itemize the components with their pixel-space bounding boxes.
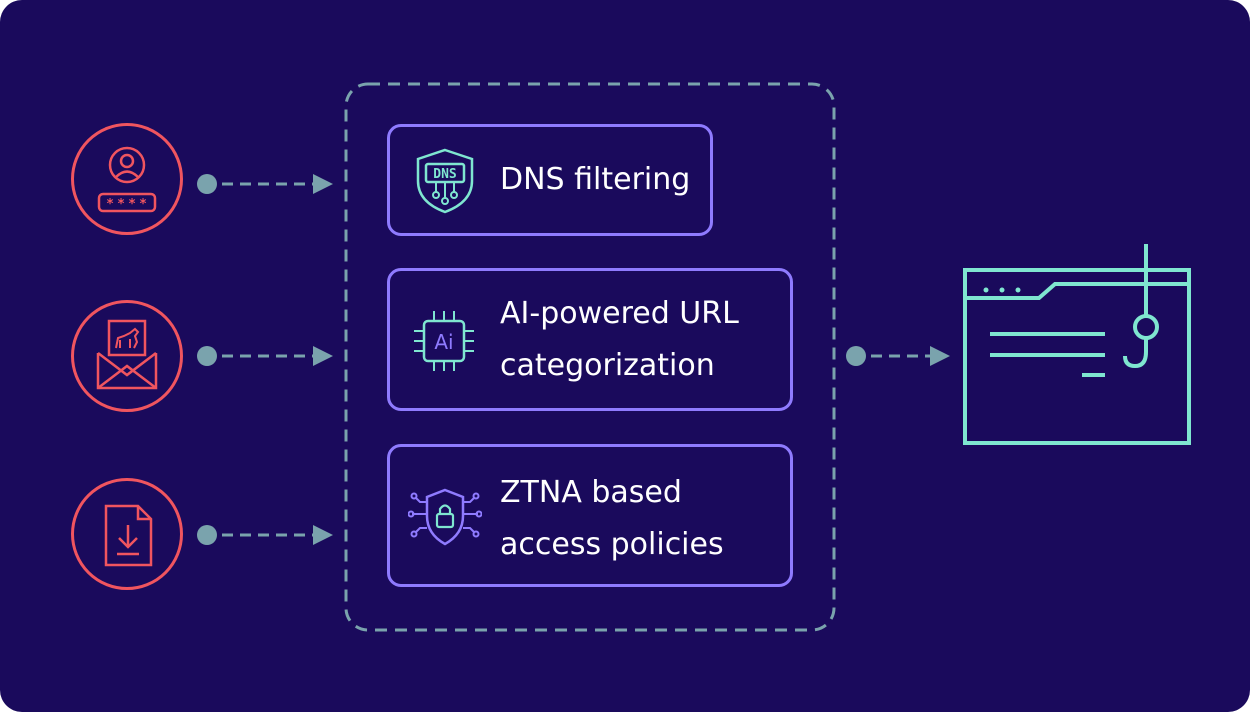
ai-chip-icon: Ai	[414, 311, 474, 371]
filter-ai-url: Ai AI-powered URL categorization	[387, 268, 793, 411]
threat-user-credentials: * * * *	[71, 123, 183, 235]
user-credentials-icon: * * * *	[97, 146, 157, 213]
connector-output	[846, 346, 950, 366]
svg-text:*: *	[129, 197, 136, 212]
dns-shield-icon: DNS	[416, 148, 474, 214]
filter-dns: DNS DNS filtering	[387, 124, 713, 236]
connector-threat-3	[197, 525, 333, 545]
ztna-shield-lock-icon	[408, 488, 482, 546]
file-download-icon	[104, 504, 153, 567]
trojan-email-icon	[96, 319, 158, 390]
svg-text:Ai: Ai	[434, 330, 453, 354]
svg-text:*: *	[118, 197, 125, 212]
filter-ztna: ZTNA based access policies	[387, 444, 793, 587]
phishing-browser-icon	[963, 244, 1191, 445]
connector-threat-2	[197, 346, 333, 366]
threat-trojan-email	[71, 300, 183, 412]
svg-text:DNS: DNS	[433, 167, 457, 182]
filter-container-outline	[344, 82, 836, 632]
threat-file-download	[71, 478, 183, 590]
svg-text:*: *	[107, 197, 114, 212]
filter-ai-url-label: AI-powered URL categorization	[500, 296, 739, 383]
filter-dns-label: DNS filtering	[500, 162, 691, 197]
filter-ztna-label: ZTNA based access policies	[500, 475, 724, 562]
connector-threat-1	[197, 174, 333, 194]
svg-text:*: *	[140, 197, 147, 212]
